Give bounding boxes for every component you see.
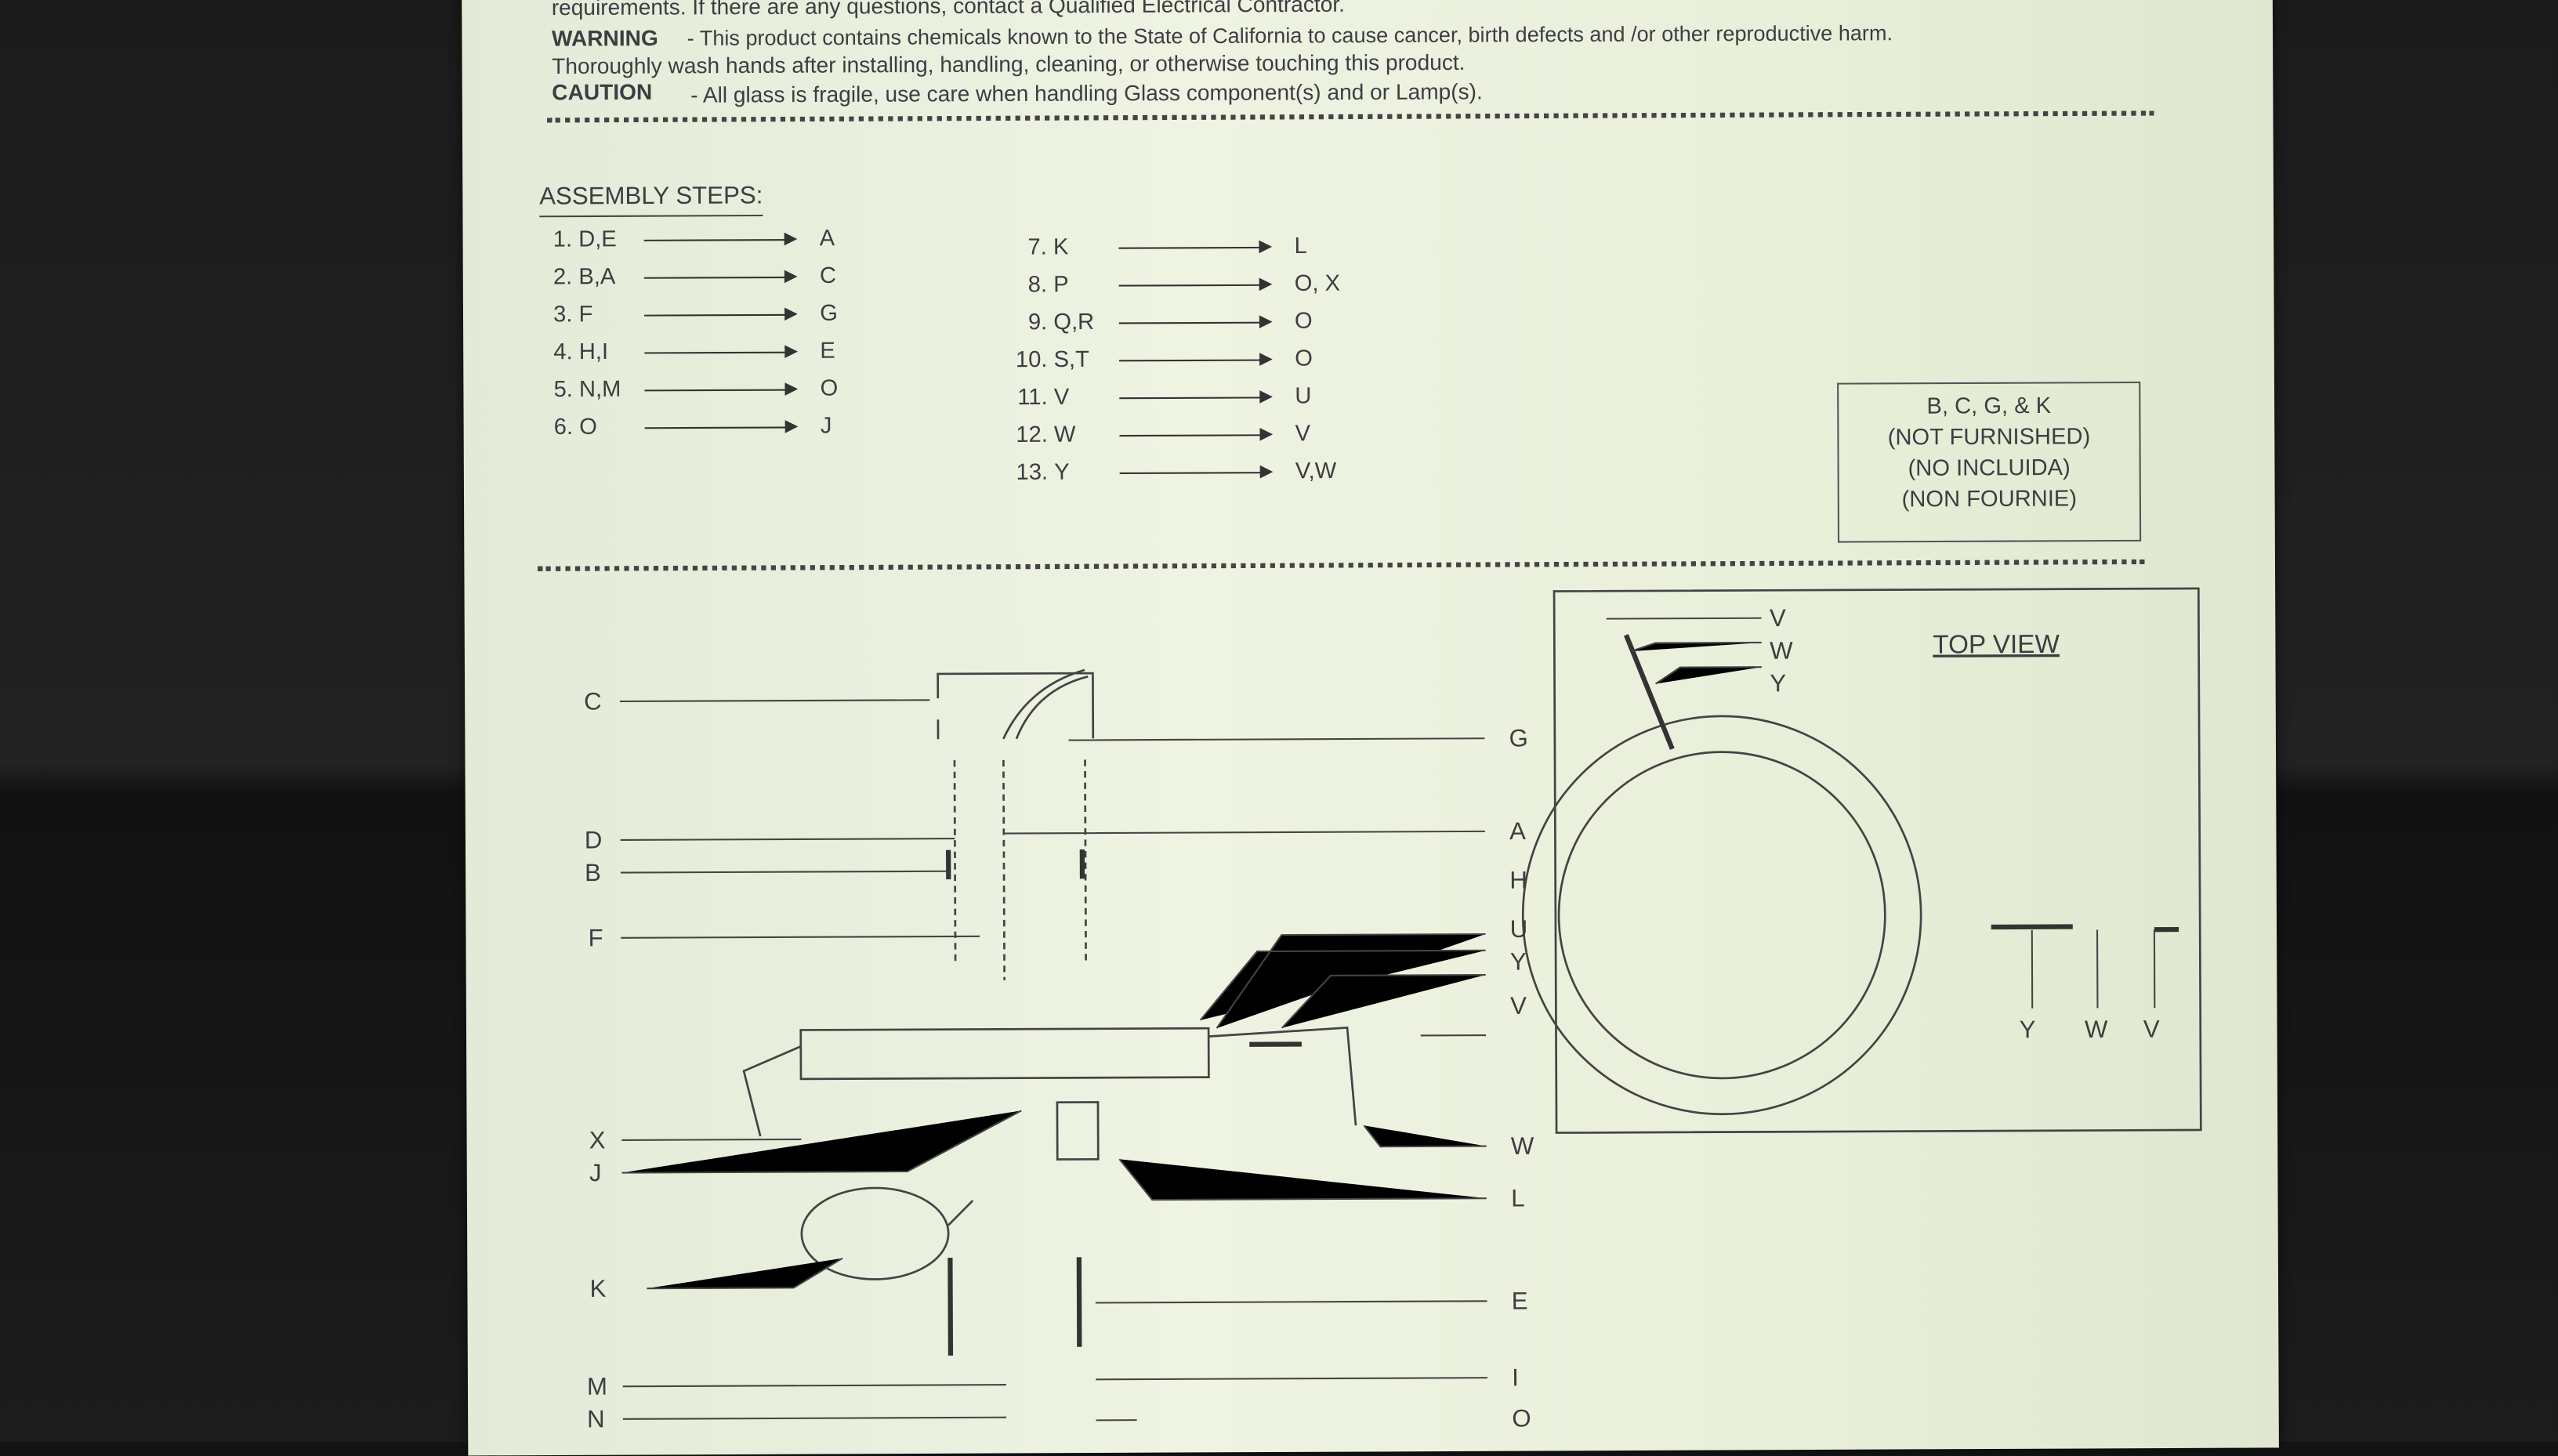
callout-label: O xyxy=(1512,1404,1531,1432)
top-view-title: TOP VIEW xyxy=(1933,630,2060,660)
callout-label: J xyxy=(589,1159,602,1186)
top-view-frame xyxy=(1553,587,2202,1134)
callout-label: W xyxy=(2085,1016,2108,1043)
callout-label: K xyxy=(589,1275,606,1302)
callout-label: D xyxy=(585,826,603,853)
callout-label: E xyxy=(1512,1287,1528,1314)
ring-inner xyxy=(1557,751,1886,1080)
callout-label: C xyxy=(584,688,602,715)
outlet-box xyxy=(937,672,1095,740)
callout-label: H xyxy=(1509,866,1527,893)
callout-label: N xyxy=(587,1405,605,1432)
callout-label: Y xyxy=(2020,1016,2036,1043)
callout-label: V xyxy=(2143,1016,2160,1043)
canopy-bar xyxy=(799,1027,1210,1081)
callout-label: W xyxy=(1511,1132,1534,1160)
callout-label: F xyxy=(589,924,603,951)
callout-label: B xyxy=(585,859,601,886)
lamp-bulb xyxy=(800,1186,950,1280)
callout-label: G xyxy=(1509,724,1528,752)
callout-label: Y xyxy=(1770,669,1786,697)
callout-label: A xyxy=(1509,817,1526,845)
callout-label: V xyxy=(1510,992,1527,1020)
callout-label: X xyxy=(589,1126,606,1154)
callout-label: V xyxy=(1770,604,1786,632)
callout-label: U xyxy=(1510,915,1528,943)
ring-outer xyxy=(1521,715,1922,1116)
callout-label: M xyxy=(587,1373,607,1400)
instruction-sheet: requirements. If there are any questions… xyxy=(462,0,2279,1456)
callout-label: W xyxy=(1770,637,1793,665)
callout-label: Y xyxy=(1510,948,1527,976)
callout-label: L xyxy=(1511,1184,1525,1212)
callout-label: I xyxy=(1512,1364,1519,1391)
